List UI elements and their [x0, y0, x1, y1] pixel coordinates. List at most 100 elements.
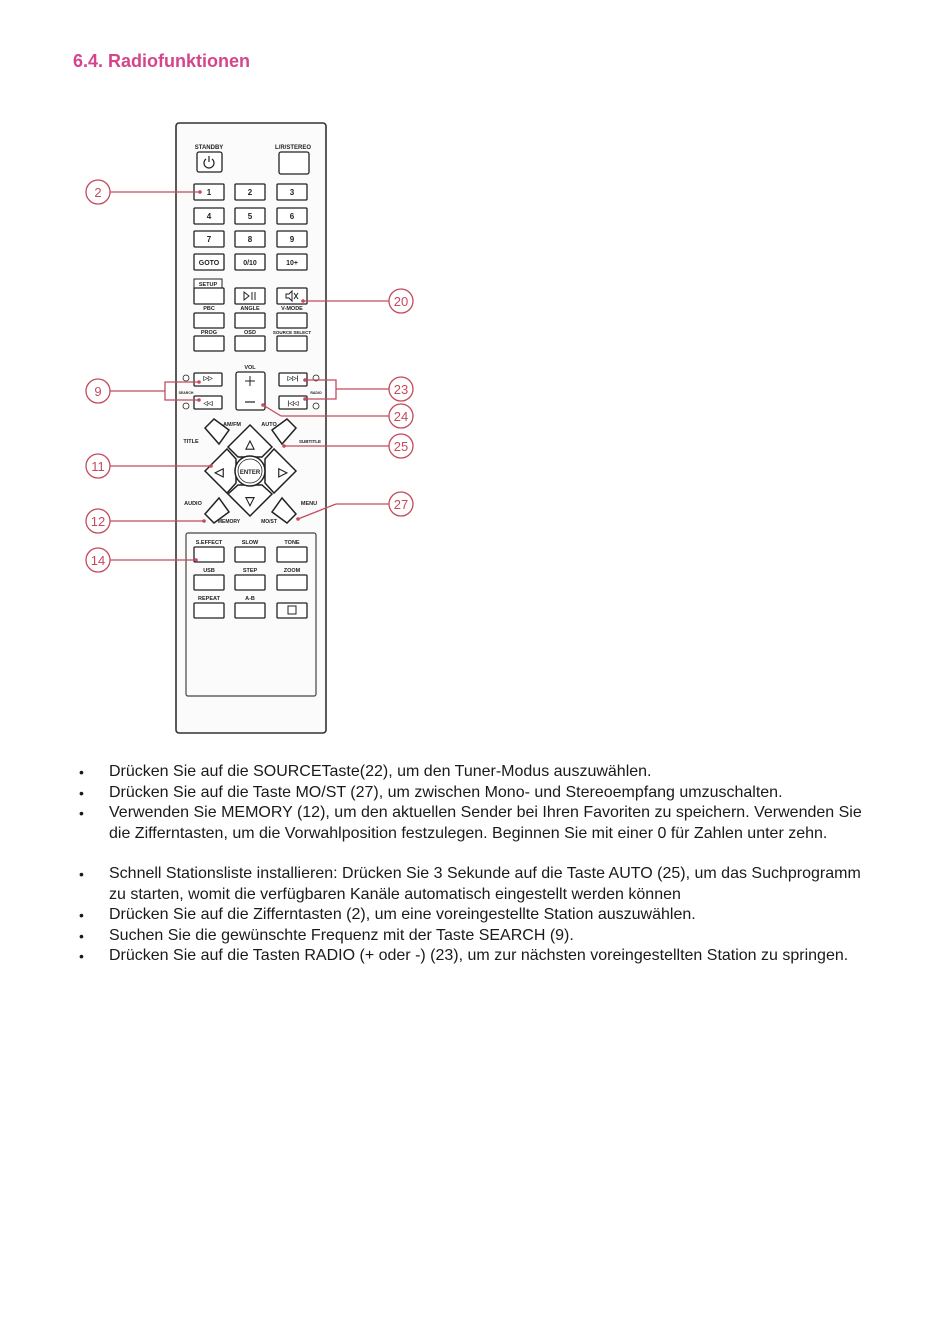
list-item: Drücken Sie auf die Taste MO/ST (27), um…	[78, 783, 868, 804]
digit-button-3[interactable]	[276, 183, 308, 201]
callout-dots	[194, 190, 307, 562]
callout-12: 12	[91, 514, 105, 529]
source-select-label: SOURCE SELECT	[273, 330, 312, 335]
digit-label-4: 4	[207, 212, 212, 221]
zoom-button[interactable]	[276, 574, 308, 591]
tone-label: TONE	[284, 540, 300, 546]
auto-label: AUTO	[261, 422, 277, 428]
digit-button-9[interactable]	[276, 230, 308, 248]
skip-next-icon: ▷▷|	[287, 375, 299, 382]
arrow-right-icon: ▷	[277, 465, 288, 479]
prog-button[interactable]	[193, 335, 225, 352]
skip-prev-icon: |◁◁	[288, 400, 299, 407]
callout-14: 14	[91, 553, 105, 568]
section-title: 6.4. Radiofunktionen	[73, 51, 251, 71]
list-item: Drücken Sie auf die Tasten RADIO (+ oder…	[78, 946, 868, 967]
callout-11: 11	[91, 459, 105, 474]
digit-button-5[interactable]	[234, 207, 266, 225]
list-item: Suchen Sie die gewünschte Frequenz mit d…	[78, 926, 868, 947]
enter-button[interactable]	[234, 455, 266, 487]
radio-minus-icon	[312, 402, 320, 410]
callouts	[85, 179, 414, 573]
ab-button[interactable]	[234, 602, 266, 619]
digit-label-6: 6	[290, 212, 295, 221]
zero-ten-button[interactable]	[234, 253, 266, 271]
search-plus-icon	[182, 374, 190, 382]
stop-icon	[287, 605, 297, 615]
digit-label-2: 2	[248, 188, 253, 197]
instruction-list: Drücken Sie auf die SOURCETaste(22), um …	[78, 762, 868, 967]
pbc-label: PBC	[203, 306, 215, 312]
list-item: Schnell Stationsliste installieren: Drüc…	[78, 864, 868, 905]
menu-button[interactable]	[270, 496, 298, 524]
callout-27: 27	[394, 497, 408, 512]
usb-button[interactable]	[193, 574, 225, 591]
ab-label: A-B	[245, 596, 255, 602]
most-label: MO/ST	[261, 519, 277, 525]
repeat-button[interactable]	[193, 602, 225, 619]
repeat-label: REPEAT	[198, 596, 221, 602]
list-item: Drücken Sie auf die SOURCETaste(22), um …	[78, 762, 868, 783]
radio-prev-button[interactable]	[278, 395, 308, 410]
osd-button[interactable]	[234, 335, 266, 352]
menu-label: MENU	[301, 501, 317, 507]
radio-label: RADIO	[310, 391, 322, 395]
digit-button-8[interactable]	[234, 230, 266, 248]
callout-numbers: 2 20 9 23 24 25 11 12 27 14	[91, 185, 408, 568]
play-pause-button[interactable]	[234, 287, 266, 305]
subtitle-button[interactable]	[270, 418, 298, 446]
digit-keys: 1 2 3 4 5 6 7 8 9	[193, 183, 308, 248]
zero-ten-label: 0/10	[243, 260, 257, 267]
standby-label: STANDBY	[195, 145, 224, 151]
ten-plus-label: 10+	[286, 260, 298, 267]
tone-button[interactable]	[276, 546, 308, 563]
callout-25: 25	[394, 439, 408, 454]
radio-plus-icon	[312, 374, 320, 382]
slow-label: SLOW	[242, 540, 259, 546]
lr-stereo-label: L/R/STEREO	[275, 145, 311, 151]
search-back-button[interactable]	[193, 395, 223, 410]
setup-button[interactable]	[193, 287, 225, 305]
slow-button[interactable]	[234, 546, 266, 563]
digit-button-2[interactable]	[234, 183, 266, 201]
digit-label-7: 7	[207, 235, 212, 244]
stop-button[interactable]	[276, 602, 308, 619]
ten-plus-button[interactable]	[276, 253, 308, 271]
callout-20: 20	[394, 294, 408, 309]
digit-label-3: 3	[290, 188, 295, 197]
arrow-up-icon: △	[244, 437, 255, 451]
list-item: Drücken Sie auf die Zifferntasten (2), u…	[78, 905, 868, 926]
digit-button-6[interactable]	[276, 207, 308, 225]
lr-stereo-button[interactable]	[278, 151, 310, 175]
digit-label-8: 8	[248, 235, 253, 244]
enter-label: ENTER	[240, 470, 261, 476]
source-select-button[interactable]	[276, 335, 308, 352]
list-item: Verwenden Sie MEMORY (12), um den aktuel…	[78, 803, 868, 844]
zoom-label: ZOOM	[284, 568, 301, 574]
digit-label-9: 9	[290, 235, 295, 244]
mute-icon	[285, 289, 299, 303]
goto-button[interactable]	[193, 253, 225, 271]
remote-control-figure: STANDBY L/R/STEREO 1 2 3 4 5 6 7 8 9 GOT…	[85, 122, 414, 734]
memory-button[interactable]	[203, 496, 231, 524]
search-forward-button[interactable]	[193, 372, 223, 387]
title-button[interactable]	[203, 418, 231, 446]
seffect-button[interactable]	[193, 546, 225, 563]
angle-button[interactable]	[234, 312, 266, 329]
pbc-button[interactable]	[193, 312, 225, 329]
amfm-label: AM/FM	[223, 422, 241, 428]
subtitle-label: SUBTITLE	[299, 439, 321, 444]
step-label: STEP	[243, 568, 258, 574]
arrow-down-icon: ▽	[244, 494, 255, 508]
lower-panel	[185, 532, 317, 697]
digit-button-7[interactable]	[193, 230, 225, 248]
vmode-button[interactable]	[276, 312, 308, 329]
volume-rocker[interactable]	[235, 371, 266, 411]
callout-9: 9	[94, 384, 101, 399]
enter-ring	[237, 458, 263, 484]
vmode-label: V-MODE	[281, 306, 303, 312]
title-label: TITLE	[183, 439, 199, 445]
setup-label: SETUP	[199, 282, 218, 288]
digit-button-4[interactable]	[193, 207, 225, 225]
step-button[interactable]	[234, 574, 266, 591]
